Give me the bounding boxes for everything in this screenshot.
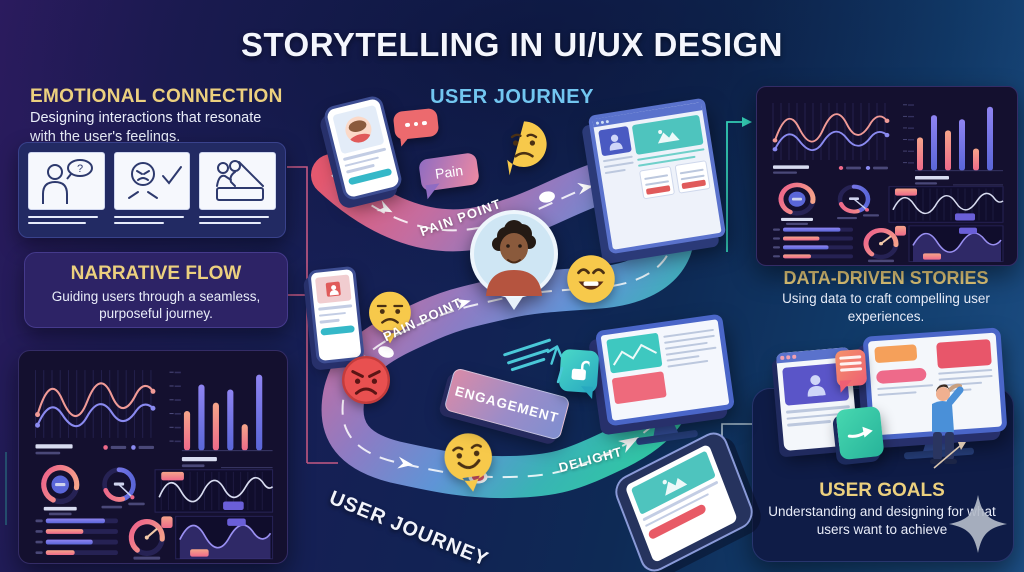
teal-connector-arrowhead	[742, 117, 752, 127]
goals-browser-card	[775, 346, 859, 452]
road-centerline	[331, 174, 676, 479]
sketch-card-question: ?	[28, 152, 105, 210]
orange-button	[874, 344, 918, 364]
avatar-icon	[325, 281, 341, 297]
mountain-image-icon	[662, 478, 688, 496]
red-button	[681, 179, 707, 190]
sketch-card-frustration	[113, 152, 191, 210]
teal-connector	[726, 121, 742, 252]
person-question-icon: ?	[42, 159, 94, 204]
emotional-sketch-panel: ?	[18, 142, 286, 238]
sidebar-avatar-block	[598, 125, 632, 157]
narrative-flow-description: Guiding users through a seamless, purpos…	[51, 289, 261, 321]
people-presentation-icon	[215, 160, 264, 201]
dashboard-bottomleft	[18, 350, 288, 564]
text-line	[318, 311, 347, 317]
line-chart-icon	[612, 343, 658, 366]
cta-pill	[320, 324, 355, 336]
person-illustration	[486, 220, 542, 296]
dashboard-topright	[756, 86, 1018, 266]
narrative-flow-heading: NARRATIVE FLOW	[70, 263, 242, 284]
content-card	[674, 160, 711, 194]
desktop-monitor-mockup	[594, 313, 736, 427]
laughing-emoji	[567, 255, 615, 303]
delight-plane-icon	[618, 437, 639, 454]
user-journey-label-top: USER JOURNEY	[430, 86, 594, 108]
red-card	[936, 339, 992, 369]
sketch-caption-lines	[28, 216, 276, 228]
content-card	[638, 165, 676, 200]
avatar	[342, 113, 375, 146]
narrative-flow-card: NARRATIVE FLOW Guiding users through a s…	[24, 252, 288, 328]
svg-text:?: ?	[77, 163, 83, 175]
text-line	[604, 168, 626, 175]
red-button	[645, 185, 671, 195]
user-icon	[807, 375, 826, 397]
text-line	[938, 368, 993, 375]
browser-screen-mockup	[587, 97, 727, 255]
open-padlock-icon	[571, 360, 590, 381]
profile-hero-block	[332, 104, 385, 155]
user-avatar-pin	[470, 210, 558, 310]
data-driven-stories-description: Using data to craft compelling user expe…	[782, 291, 990, 324]
worried-emoji	[507, 121, 547, 176]
mountain-image-icon	[657, 129, 680, 144]
dashboard-widgets	[772, 103, 1004, 263]
chart-block	[606, 332, 663, 374]
text-line	[787, 419, 832, 427]
road-path-group	[311, 154, 696, 499]
profile-avatar-block	[782, 362, 850, 406]
happy-emoji-pin	[444, 433, 492, 492]
arrow-right-icon	[847, 426, 873, 438]
designer-person-figure	[930, 383, 966, 469]
image-placeholder	[631, 114, 704, 155]
road-arrows	[376, 182, 639, 469]
dashboard-widgets	[34, 370, 274, 560]
image-placeholder	[630, 450, 716, 515]
chat-bubble-typing	[392, 107, 440, 141]
emotional-connection-description: Designing interactions that resonate wit…	[30, 110, 262, 145]
phone-mockup-bottom	[610, 426, 758, 572]
goals-arrow-card	[835, 405, 885, 461]
sketch-card-collaboration	[199, 152, 277, 210]
angry-red-emoji	[342, 356, 390, 404]
text-line	[318, 304, 353, 311]
red-card	[611, 371, 667, 405]
lock-badge	[558, 348, 600, 394]
user-goals-heading: USER GOALS	[819, 480, 945, 501]
angry-face-check-icon	[128, 162, 182, 199]
pink-connectors	[287, 166, 338, 464]
user-goals-description: Understanding and designing for what use…	[768, 504, 996, 537]
data-driven-stories-heading: DATA-DRIVEN STORIES	[783, 268, 989, 288]
goals-chat-card	[834, 348, 868, 388]
page-title: STORYTELLING IN UI/UX DESIGN	[240, 26, 784, 63]
sparkle-watermark	[949, 495, 1007, 553]
text-line	[603, 161, 634, 169]
user-icon	[609, 134, 623, 151]
text-line	[319, 318, 341, 324]
text-line	[877, 390, 917, 397]
text-line	[666, 354, 700, 362]
text-line	[679, 168, 704, 175]
emotional-connection-heading: EMOTIONAL CONNECTION	[30, 86, 283, 107]
cursor-arrow-icon	[546, 345, 564, 384]
phone-mockup-small	[307, 265, 365, 365]
profile-card	[315, 274, 352, 304]
sad-emoji-pin	[369, 291, 411, 344]
text-line	[644, 173, 669, 181]
